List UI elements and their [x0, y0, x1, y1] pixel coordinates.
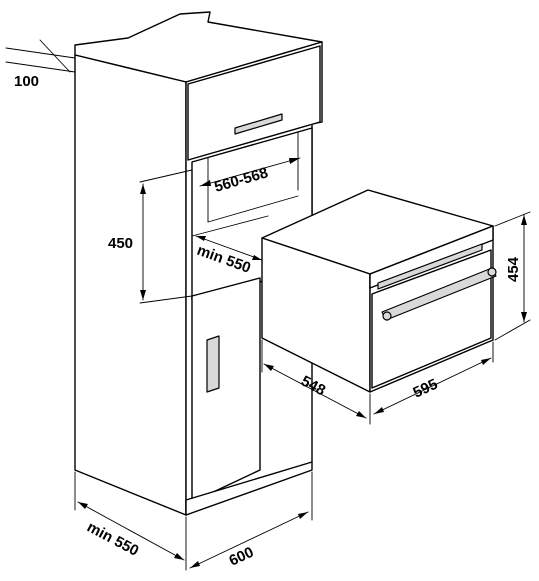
dim-100-line-lower [5, 61, 76, 73]
dim-niche-depth-line [195, 235, 263, 261]
dim-454-arrow-bottom [521, 312, 527, 322]
dim-454-ext-bottom [494, 319, 531, 341]
upper-drawer-front [187, 45, 321, 161]
dim-450-arrow-bottom [140, 290, 146, 300]
dim-100-line [5, 47, 76, 59]
dim-cabinet-depth-line [77, 501, 185, 561]
lower-door-handle [206, 335, 220, 393]
cabinet-plinth [185, 461, 313, 516]
dim-niche-width-line [199, 157, 301, 187]
label-cabinet-width: 600 [227, 544, 257, 570]
label-top-offset: 100 [14, 73, 39, 90]
dim-niche-depth-arrow-right [252, 255, 262, 260]
dimension-lines [5, 39, 531, 571]
label-niche-height: 450 [108, 235, 133, 252]
upper-drawer-handle [234, 113, 283, 135]
built-in-oven [261, 189, 497, 393]
dim-600-line [189, 511, 309, 569]
dim-454-arrow-top [521, 215, 527, 225]
label-cabinet-depth: min 550 [84, 519, 141, 560]
dim-600-arrow-right [298, 512, 308, 519]
dim-595-line [373, 357, 492, 415]
dim-548-arrow-right [356, 411, 366, 418]
dim-548-line [263, 363, 367, 419]
dim-niche-depth-arrow-left [196, 236, 206, 241]
cabinet-left-side [74, 54, 187, 516]
dim-450-ext-bottom [139, 295, 193, 304]
niche-floor-edge [191, 215, 269, 237]
dim-595-arrow-right [481, 358, 491, 365]
oven-handle-right-cap [487, 267, 497, 277]
dim-cabinet-depth-arrow-right [174, 553, 184, 560]
tall-cabinet [74, 11, 323, 516]
lower-door [191, 277, 261, 503]
dim-600-arrow-left [190, 561, 200, 568]
oven-handle-left-cap [382, 311, 392, 321]
oven-control-panel [369, 225, 494, 289]
niche-inner-back-bottom [207, 195, 299, 223]
label-oven-height: 454 [505, 256, 522, 282]
dim-595-arrow-left [374, 407, 384, 414]
oven-display [377, 243, 483, 290]
dim-450-ext-top [139, 169, 193, 183]
dim-454-ext-top [494, 211, 531, 227]
dim-cabinet-depth-arrow-left [78, 502, 88, 509]
dim-niche-width-arrow-right [289, 158, 300, 164]
dim-100-tick [39, 39, 71, 73]
dim-450-arrow-top [140, 184, 146, 194]
dim-niche-width-arrow-left [200, 180, 211, 186]
label-oven-width: 595 [411, 376, 441, 402]
dim-548-arrow-left [264, 364, 274, 371]
